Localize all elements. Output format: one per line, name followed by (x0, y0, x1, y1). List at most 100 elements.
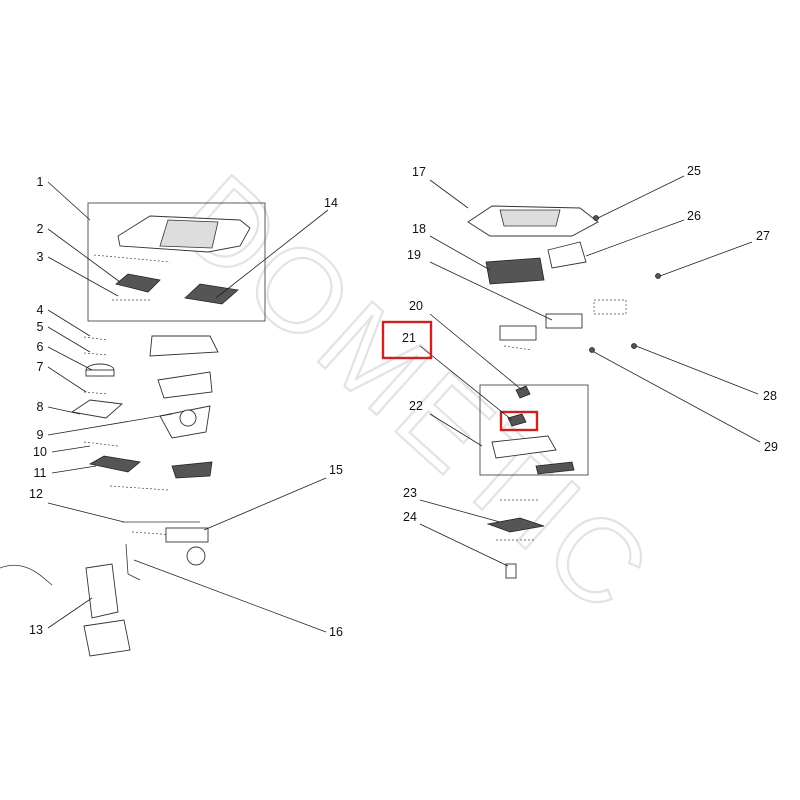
callout-25: 25 (687, 164, 701, 178)
leader-4 (47, 309, 91, 337)
leader-28 (635, 345, 759, 395)
callout-29: 29 (764, 440, 778, 454)
leader-23 (419, 499, 501, 523)
callout-5: 5 (37, 320, 44, 334)
callout-21-highlight (381, 320, 433, 360)
callout-8: 8 (37, 400, 44, 414)
part-11-coil (88, 455, 141, 473)
callout-21: 21 (402, 331, 416, 345)
callout-18: 18 (412, 222, 426, 236)
cover-26 (547, 241, 587, 269)
part-7-dash (83, 391, 109, 395)
leader-9 (47, 413, 173, 436)
cover-group-frame (87, 202, 266, 322)
wire-16 (125, 543, 141, 581)
box-group-frame (479, 384, 589, 476)
callout-14: 14 (324, 196, 338, 210)
top-cover-detail (149, 215, 241, 221)
callout-28: 28 (763, 389, 777, 403)
box-22 (491, 435, 557, 459)
callout-2: 2 (37, 222, 44, 236)
part-20 (515, 385, 531, 399)
callout-4: 4 (37, 303, 44, 317)
part-24 (505, 563, 517, 579)
callout-26: 26 (687, 209, 701, 223)
screw-27 (655, 273, 661, 279)
housing-middle (157, 371, 213, 399)
part-21-highlight (499, 410, 539, 432)
leader-25 (597, 175, 685, 219)
bracket-dash (131, 531, 189, 537)
leader-16 (133, 559, 327, 633)
leader-29 (593, 351, 761, 443)
callout-19: 19 (407, 248, 421, 262)
motor-wheel (186, 546, 206, 566)
board-dash (593, 299, 627, 315)
callout-16: 16 (329, 625, 343, 639)
shroud-17-vent (499, 209, 561, 227)
leader-7 (47, 366, 87, 393)
part-8-tray (70, 399, 124, 419)
part-23 (486, 517, 545, 533)
part-5-dash (83, 352, 109, 356)
base-pan-18 (485, 257, 545, 285)
box-22-grille (535, 461, 575, 475)
leader-6 (47, 346, 93, 371)
callout-3: 3 (37, 250, 44, 264)
leader-lines (47, 175, 761, 633)
screw-29 (589, 347, 595, 353)
leader-18 (429, 235, 491, 271)
callout-27: 27 (756, 229, 770, 243)
leader-21 (419, 345, 513, 421)
callout-13: 13 (29, 623, 43, 637)
callout-9: 9 (37, 428, 44, 442)
callout-17: 17 (412, 165, 426, 179)
leader-24 (419, 523, 509, 567)
top-cover-vent (159, 219, 219, 249)
leader-3 (47, 256, 119, 297)
left-assembly (0, 202, 266, 657)
leader-1 (47, 181, 91, 221)
leader-2 (47, 228, 121, 283)
leader-17 (429, 179, 469, 209)
callout-labels: 1 2 3 4 5 6 7 8 9 10 11 12 13 14 15 16 1… (29, 164, 778, 639)
filter-left-part (115, 273, 161, 293)
callout-7: 7 (37, 360, 44, 374)
grille-part (171, 461, 213, 479)
plate-dash (503, 345, 533, 351)
leader-27 (659, 241, 753, 277)
callout-23: 23 (403, 486, 417, 500)
part-10-dash (83, 441, 119, 447)
right-assembly (467, 205, 661, 579)
callout-24: 24 (403, 510, 417, 524)
leader-10 (51, 445, 91, 453)
callout-10: 10 (33, 445, 47, 459)
leader-22 (429, 413, 483, 447)
plate-part (499, 325, 537, 341)
part-4-dash (83, 336, 109, 341)
blower-wheel (179, 409, 197, 427)
screw-28 (631, 343, 637, 349)
callout-22: 22 (409, 399, 423, 413)
leader-15 (203, 477, 327, 531)
leader-12 (47, 502, 125, 523)
ring-part-6-side (85, 369, 115, 377)
callout-20: 20 (409, 299, 423, 313)
housing-upper (149, 335, 219, 357)
compressor-base (83, 619, 131, 657)
leader-20 (429, 313, 523, 391)
leader-14 (215, 209, 329, 299)
leader-8 (47, 406, 81, 415)
leader-26 (585, 219, 685, 257)
part-21 (507, 413, 527, 427)
leader-19 (429, 261, 553, 321)
callout-11: 11 (34, 466, 47, 480)
cover-dash-line (93, 254, 171, 263)
callout-12: 12 (29, 487, 43, 501)
callout-6: 6 (37, 340, 44, 354)
callout-15: 15 (329, 463, 343, 477)
leader-13 (47, 597, 93, 629)
lower-dash (109, 485, 169, 491)
leader-11 (51, 465, 97, 474)
